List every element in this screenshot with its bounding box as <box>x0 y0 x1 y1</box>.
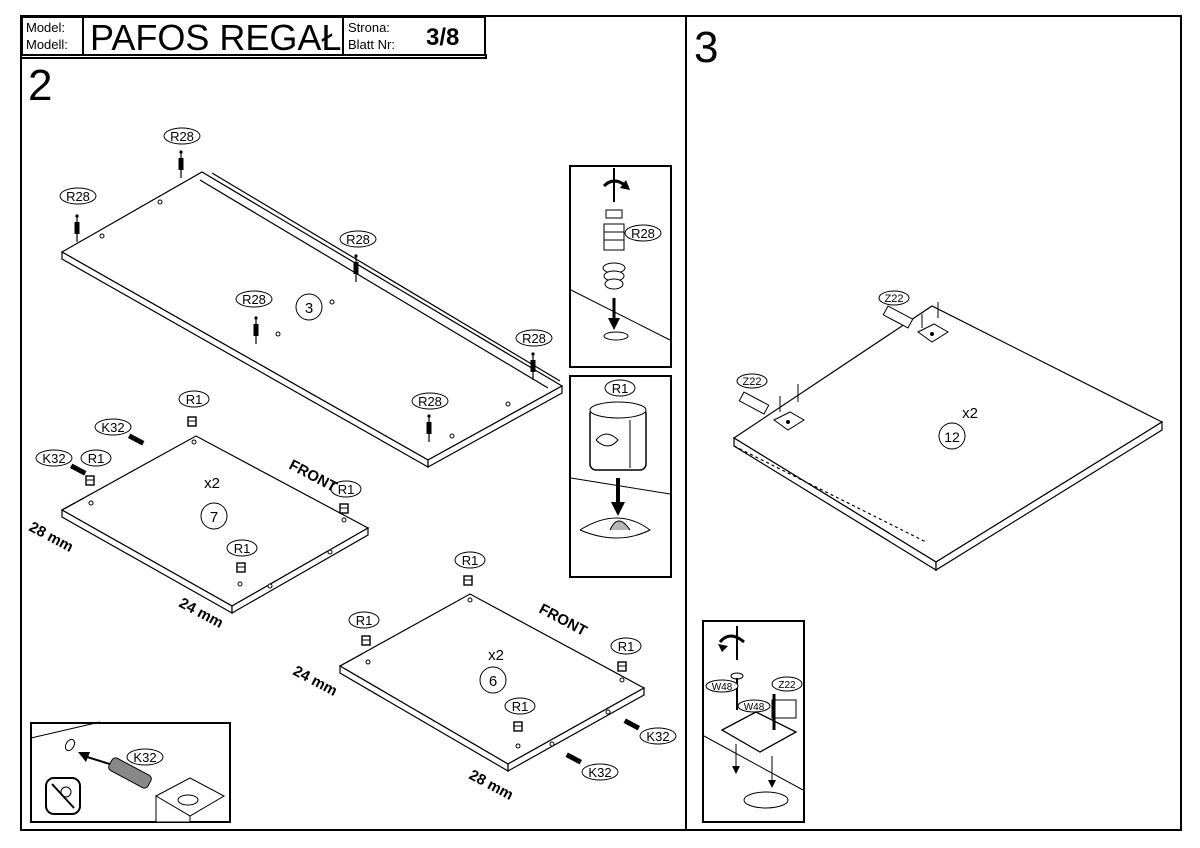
sheet-frame <box>20 15 1182 831</box>
label-r1: R1 <box>462 553 479 568</box>
label-r28: R28 <box>631 226 655 241</box>
label-k32: K32 <box>588 765 611 780</box>
label-k32: K32 <box>101 420 124 435</box>
model-label-de: Modell: <box>26 37 68 52</box>
detail-r28-box: R28 <box>569 165 672 368</box>
panel-7-dowels <box>69 433 145 476</box>
page-number: 3/8 <box>426 24 460 51</box>
hinge-left: Z22 <box>736 373 805 431</box>
label-r1: R1 <box>512 699 529 714</box>
detail-hinge-box: W48 W48 Z22 <box>702 620 805 823</box>
label-r28: R28 <box>418 394 442 409</box>
dim-24mm-panel-6: 24 mm <box>290 663 340 700</box>
label-r1: R1 <box>234 541 251 556</box>
label-r28: R28 <box>242 292 266 307</box>
model-title: PAFOS REGAŁ <box>90 17 342 58</box>
part-number-12: 12 <box>944 429 960 445</box>
label-z22: Z22 <box>778 680 796 691</box>
panel-6-holes <box>365 597 625 749</box>
label-z22: Z22 <box>885 293 904 305</box>
hinge-top: Z22 <box>878 290 949 343</box>
panel-6-hw-labels: R1 R1 R1 R1 K32 K32 <box>348 551 677 781</box>
part-number-3: 3 <box>305 300 313 317</box>
dim-28mm-panel-7: 28 mm <box>26 519 76 556</box>
part-circle-7 <box>200 502 228 530</box>
qty-panel-7: x2 <box>204 475 220 492</box>
panel-7-hw-labels: R1 R1 R1 R1 K32 K32 <box>35 390 362 557</box>
label-r28: R28 <box>66 189 90 204</box>
part-circle-6 <box>479 666 507 694</box>
page-label-pl: Strona: <box>348 20 390 35</box>
label-r1: R1 <box>338 482 355 497</box>
qty-panel-6: x2 <box>488 647 504 664</box>
page-label-de: Blatt Nr: <box>348 37 395 52</box>
label-r1: R1 <box>612 381 629 396</box>
label-k32: K32 <box>133 750 156 765</box>
model-label-pl: Model: <box>26 20 66 35</box>
label-r1: R1 <box>618 639 635 654</box>
step-number-3: 3 <box>694 23 719 72</box>
label-z22: Z22 <box>743 376 762 388</box>
label-r28: R28 <box>522 331 546 346</box>
r28-labels: R28 R28 R28 R28 R28 R28 <box>59 127 553 410</box>
panel-7-holes <box>88 439 347 589</box>
label-r1: R1 <box>88 451 105 466</box>
label-w48: W48 <box>712 682 733 693</box>
label-w48: W48 <box>744 702 765 713</box>
dim-28mm-panel-6: 28 mm <box>466 767 516 804</box>
label-r28: R28 <box>346 232 370 247</box>
part-number-7: 7 <box>210 509 218 526</box>
label-k32: K32 <box>646 729 669 744</box>
part-circle-3 <box>295 293 323 321</box>
label-r1: R1 <box>186 392 203 407</box>
panel-3-holes <box>99 199 511 439</box>
label-k32: K32 <box>42 451 65 466</box>
detail-k32-box: K32 <box>30 721 231 823</box>
qty-panel-12: x2 <box>962 405 978 422</box>
panel-6-dowels <box>565 718 641 765</box>
part-circle-12 <box>938 422 966 450</box>
part-number-6: 6 <box>489 673 497 690</box>
label-r28: R28 <box>170 129 194 144</box>
label-r1: R1 <box>356 613 373 628</box>
detail-r1-box: R1 <box>569 375 672 578</box>
step-number-2: 2 <box>28 61 53 110</box>
